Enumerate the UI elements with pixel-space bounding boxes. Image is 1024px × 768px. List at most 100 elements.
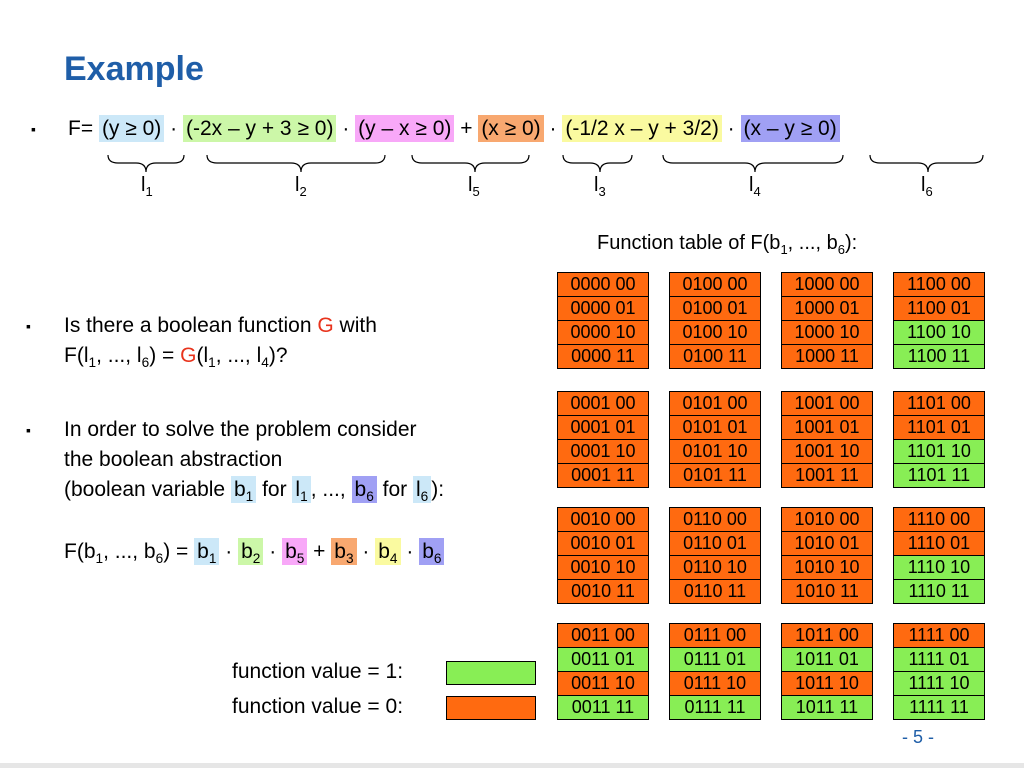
table-cell: 0010 10 xyxy=(558,556,648,580)
table-cell: 0000 00 xyxy=(558,273,648,297)
table-cell: 1010 01 xyxy=(782,532,872,556)
underbrace-3 xyxy=(411,154,530,173)
table-cell: 0010 01 xyxy=(558,532,648,556)
table-cell: 1001 11 xyxy=(782,464,872,487)
table-cell: 1000 01 xyxy=(782,297,872,321)
table-cell: 0100 11 xyxy=(670,345,760,368)
literal-label-2: l2 xyxy=(295,174,307,199)
bullet-icon: ▪ xyxy=(26,318,31,334)
legend-zero-label: function value = 0: xyxy=(232,695,404,718)
table-cell: 1101 10 xyxy=(894,440,984,464)
table-cell: 1101 11 xyxy=(894,464,984,487)
table-cell: 1101 00 xyxy=(894,392,984,416)
bullet-icon: ▪ xyxy=(26,422,31,438)
formula-term-2: (-2x – y + 3 ≥ 0) xyxy=(182,115,337,142)
equation-operator: · xyxy=(400,540,420,563)
table-cell: 1110 00 xyxy=(894,508,984,532)
table-cell: 1000 10 xyxy=(782,321,872,345)
question-text: Is there a boolean function G with F(l1,… xyxy=(64,314,377,371)
boolean-abstraction-equation: F(b1, ..., b6) = b1 · b2 · b5 + b3 · b4 … xyxy=(64,537,445,574)
equation-term-4: b3 xyxy=(331,538,357,566)
table-cell: 0110 01 xyxy=(670,532,760,556)
table-cell: 0100 00 xyxy=(670,273,760,297)
table-cell: 1101 01 xyxy=(894,416,984,440)
function-table-title: Function table of F(b1, ..., b6): xyxy=(597,232,858,257)
formula-term-1: (y ≥ 0) xyxy=(98,115,165,142)
literal-label-1: l1 xyxy=(141,174,153,199)
table-cell: 0110 00 xyxy=(670,508,760,532)
equation-operator: · xyxy=(219,540,239,563)
formula-term-5: (-1/2 x – y + 3/2) xyxy=(562,115,722,142)
formula-term-4: (x ≥ 0) xyxy=(478,115,544,142)
table-cell: 0110 10 xyxy=(670,556,760,580)
table-cell: 0101 00 xyxy=(670,392,760,416)
page-number: - 5 - xyxy=(902,727,935,747)
bullet-icon: ▪ xyxy=(31,121,36,137)
table-cell: 1001 10 xyxy=(782,440,872,464)
table-cell: 1010 10 xyxy=(782,556,872,580)
underbrace-2 xyxy=(206,154,386,173)
table-cell: 1111 00 xyxy=(894,624,984,648)
table-cell: 1111 11 xyxy=(894,696,984,719)
formula-operator: · xyxy=(336,117,356,140)
table-cell: 0111 00 xyxy=(670,624,760,648)
equation-term-2: b2 xyxy=(238,538,264,566)
abstraction-text: In order to solve the problem consider t… xyxy=(64,418,445,505)
table-cell: 1011 00 xyxy=(782,624,872,648)
table-cell: 0100 01 xyxy=(670,297,760,321)
table-cell: 1001 00 xyxy=(782,392,872,416)
table-cell: 0001 10 xyxy=(558,440,648,464)
underbrace-4 xyxy=(562,154,633,173)
table-cell: 0011 11 xyxy=(558,696,648,719)
table-cell: 0101 11 xyxy=(670,464,760,487)
table-cell: 0011 01 xyxy=(558,648,648,672)
table-cell: 1110 10 xyxy=(894,556,984,580)
table-cell: 0011 10 xyxy=(558,672,648,696)
table-cell: 0000 10 xyxy=(558,321,648,345)
formula-operator: · xyxy=(543,117,563,140)
literal-label-3: l5 xyxy=(468,174,480,199)
table-cell: 0010 11 xyxy=(558,580,648,603)
table-cell: 1011 11 xyxy=(782,696,872,719)
formula-line: F= (y ≥ 0) · (-2x – y + 3 ≥ 0) · (y – x … xyxy=(68,115,840,142)
table-cell: 0010 00 xyxy=(558,508,648,532)
table-cell: 1100 01 xyxy=(894,297,984,321)
equation-operator: · xyxy=(263,540,283,563)
formula-operator: · xyxy=(721,117,741,140)
table-cell: 1001 01 xyxy=(782,416,872,440)
underbrace-1 xyxy=(107,154,185,173)
table-cell: 1111 01 xyxy=(894,648,984,672)
equation-term-5: b4 xyxy=(375,538,401,566)
underbraces xyxy=(107,154,984,173)
table-cell: 1000 11 xyxy=(782,345,872,368)
slide-title: Example xyxy=(64,50,204,88)
table-cell: 0011 00 xyxy=(558,624,648,648)
formula-term-6: (x – y ≥ 0) xyxy=(740,115,840,142)
equation-term-6: b6 xyxy=(419,538,445,566)
table-cell: 1110 11 xyxy=(894,580,984,603)
formula-operator: + xyxy=(454,117,479,140)
formula-operator: · xyxy=(164,117,183,140)
table-cell: 1100 10 xyxy=(894,321,984,345)
formula-prefix: F= xyxy=(68,117,99,140)
table-cell: 0100 10 xyxy=(670,321,760,345)
table-cell: 0001 01 xyxy=(558,416,648,440)
formula-term-3: (y – x ≥ 0) xyxy=(355,115,455,142)
table-cell: 0111 01 xyxy=(670,648,760,672)
table-cell: 0110 11 xyxy=(670,580,760,603)
table-cell: 1110 01 xyxy=(894,532,984,556)
table-cell: 0101 01 xyxy=(670,416,760,440)
equation-term-3: b5 xyxy=(282,538,308,566)
legend-one-swatch xyxy=(446,661,536,685)
table-cell: 1010 11 xyxy=(782,580,872,603)
